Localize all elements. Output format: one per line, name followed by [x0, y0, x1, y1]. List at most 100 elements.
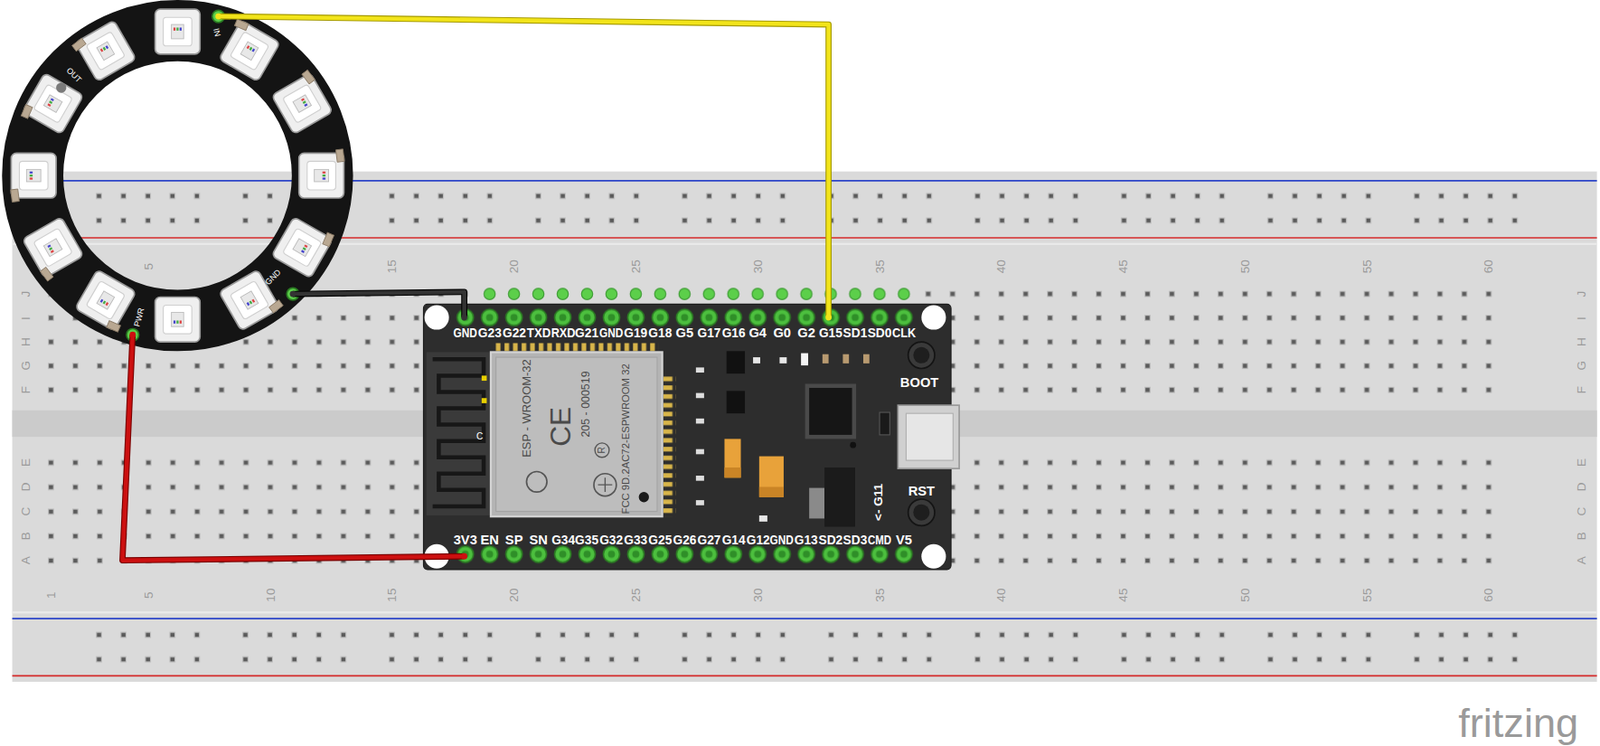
- esp32-board: [726, 390, 745, 414]
- led-ring: [322, 232, 335, 247]
- pin-label: GND: [770, 533, 794, 547]
- column-number: 60: [1482, 588, 1496, 603]
- button-label: BOOT: [900, 376, 939, 390]
- row-letter: I: [18, 316, 32, 320]
- pin-label: V5: [895, 533, 913, 547]
- wires: [129, 331, 136, 339]
- esp32-board: [452, 301, 916, 569]
- led-ring: [75, 19, 137, 82]
- esp32-board: [842, 354, 849, 364]
- column-number: 30: [751, 588, 764, 603]
- esp32-board: [759, 486, 784, 497]
- led-ring: [301, 69, 315, 85]
- pin-label: CMD: [867, 533, 892, 547]
- led-ring: [269, 300, 284, 313]
- esp32-board: [663, 375, 677, 517]
- column-number: 20: [508, 259, 521, 273]
- wires: [461, 553, 468, 560]
- pin-label: G22: [502, 326, 527, 340]
- pin-label: G21: [575, 326, 600, 340]
- esp32-board: [696, 449, 705, 455]
- esp32-board: [432, 358, 484, 507]
- pin-label: RXD: [550, 326, 575, 340]
- esp32-board: [639, 491, 650, 502]
- watermark: fritzing: [1458, 702, 1579, 744]
- column-number: 25: [630, 588, 643, 603]
- pin-label: G14: [721, 533, 745, 547]
- module-id: 205 - 000519: [580, 370, 592, 437]
- row-letter: J: [1575, 291, 1589, 298]
- pin-label: SN: [528, 533, 547, 547]
- row-letter: D: [18, 482, 32, 492]
- esp32-board: [594, 442, 610, 458]
- row-letter: B: [1575, 531, 1589, 540]
- pin-label: SD0: [867, 326, 893, 340]
- row-letter: C: [18, 507, 32, 517]
- row-letter: J: [18, 291, 32, 298]
- pin-label: G35: [575, 533, 600, 547]
- ce-mark: CE: [546, 406, 576, 447]
- pin-label: SP: [505, 533, 524, 547]
- led-ring: [22, 216, 85, 279]
- column-number: 25: [630, 259, 643, 273]
- esp32-board: [696, 499, 705, 506]
- column-number: 50: [1239, 588, 1252, 603]
- pin-label: G17: [696, 326, 721, 340]
- esp32-board: [526, 471, 547, 493]
- breadboard: [12, 617, 1598, 620]
- breadboard: [86, 622, 1552, 672]
- pin-label: G27: [696, 533, 721, 547]
- pin-label: G13: [794, 533, 819, 547]
- row-letter: A: [1575, 555, 1589, 565]
- column-number: 55: [1360, 259, 1374, 273]
- column-number: 45: [1117, 588, 1130, 603]
- antenna-label: C: [476, 432, 483, 442]
- pin-label: G33: [623, 533, 648, 547]
- breadboard: [12, 611, 1598, 613]
- esp32-board: [905, 413, 953, 461]
- pin-label: G19: [623, 326, 648, 340]
- esp32-board: [481, 375, 488, 381]
- esp32-board: [908, 341, 935, 368]
- esp32-board: [822, 354, 829, 364]
- row-letter: H: [1575, 337, 1589, 347]
- esp32-board: [912, 347, 930, 364]
- led-ring: [20, 104, 33, 120]
- pin-label: <- G11: [872, 483, 885, 521]
- led-ring: [335, 149, 344, 162]
- esp32-board: [897, 404, 960, 469]
- row-letter: H: [18, 337, 32, 347]
- esp32-board: [921, 305, 946, 330]
- row-letter: B: [18, 531, 32, 540]
- ring-pin-label: PWR: [133, 307, 147, 329]
- wires: [461, 314, 468, 321]
- esp32-board: [426, 351, 490, 516]
- wires: [292, 291, 465, 318]
- led-ring: [39, 266, 53, 282]
- row-letter: C: [1575, 507, 1589, 517]
- column-number: 45: [1117, 259, 1130, 273]
- esp32-board: [481, 397, 488, 404]
- pin-label: GND: [453, 326, 478, 340]
- ring-pin-label: OUT: [64, 66, 83, 85]
- esp32-board: [809, 387, 852, 435]
- led-ring: [218, 19, 281, 82]
- esp32-board: [724, 467, 741, 478]
- esp32-board: [724, 438, 741, 478]
- esp32-board: [805, 383, 857, 439]
- column-number: 40: [995, 588, 1008, 603]
- pin-label: G2: [797, 326, 816, 340]
- esp32-board: [921, 544, 946, 569]
- column-number: 1: [45, 591, 58, 599]
- esp32-board: [496, 357, 658, 511]
- column-number: 30: [751, 259, 764, 273]
- button-label: RST: [908, 484, 935, 499]
- esp32-board: [824, 467, 856, 527]
- pin-label: G0: [772, 326, 791, 340]
- led-ring: [155, 9, 201, 55]
- pin-label: G12: [745, 533, 770, 547]
- esp32-board: [696, 367, 705, 373]
- wires: [218, 16, 829, 318]
